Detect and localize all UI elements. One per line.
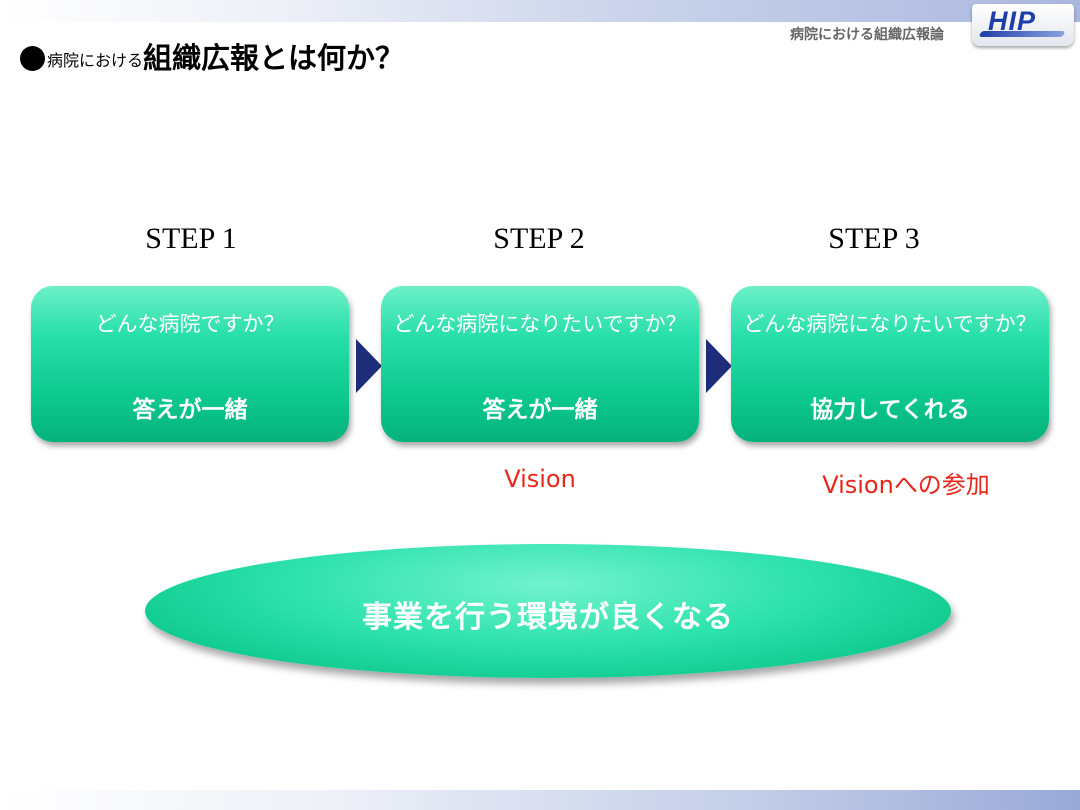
- logo-swoosh-icon: [978, 31, 1066, 37]
- step-1-answer: 答えが一緒: [132, 397, 248, 423]
- step-arrow-icon: [356, 339, 382, 393]
- step-3-answer: 協力してくれる: [810, 397, 970, 423]
- step-1-box: どんな病院ですか？ 答えが一緒: [31, 286, 349, 442]
- step-2-question: どんな病院になりたいですか？: [393, 312, 687, 336]
- page-title-main: 組織広報とは何か？: [143, 41, 405, 75]
- bottom-decorative-band: [0, 790, 1080, 810]
- hip-logo: HIP: [972, 4, 1074, 46]
- step-1-label: STEP 1: [145, 222, 237, 255]
- step-2-answer: 答えが一緒: [482, 397, 598, 423]
- step-arrow-icon: [706, 339, 732, 393]
- conclusion-ellipse: 事業を行う環境が良くなる: [145, 544, 951, 678]
- step-1-question: どんな病院ですか？: [95, 312, 285, 336]
- bullet-icon: [20, 46, 45, 71]
- conclusion-text: 事業を行う環境が良くなる: [362, 600, 734, 635]
- step-3-box: どんな病院になりたいですか？ 協力してくれる: [731, 286, 1049, 442]
- step-3-label: STEP 3: [828, 222, 920, 255]
- top-decorative-band: [0, 0, 1080, 22]
- header-subtitle: 病院における組織広報論: [790, 27, 944, 43]
- page-title: 病院における組織広報とは何か？: [20, 38, 404, 83]
- step-2-note: Vision: [504, 465, 576, 493]
- page-title-prefix: 病院における: [47, 51, 144, 70]
- step-3-note: Visionへの参加: [822, 471, 990, 499]
- step-2-label: STEP 2: [493, 222, 585, 255]
- step-3-question: どんな病院になりたいですか？: [743, 312, 1037, 336]
- step-2-box: どんな病院になりたいですか？ 答えが一緒: [381, 286, 699, 442]
